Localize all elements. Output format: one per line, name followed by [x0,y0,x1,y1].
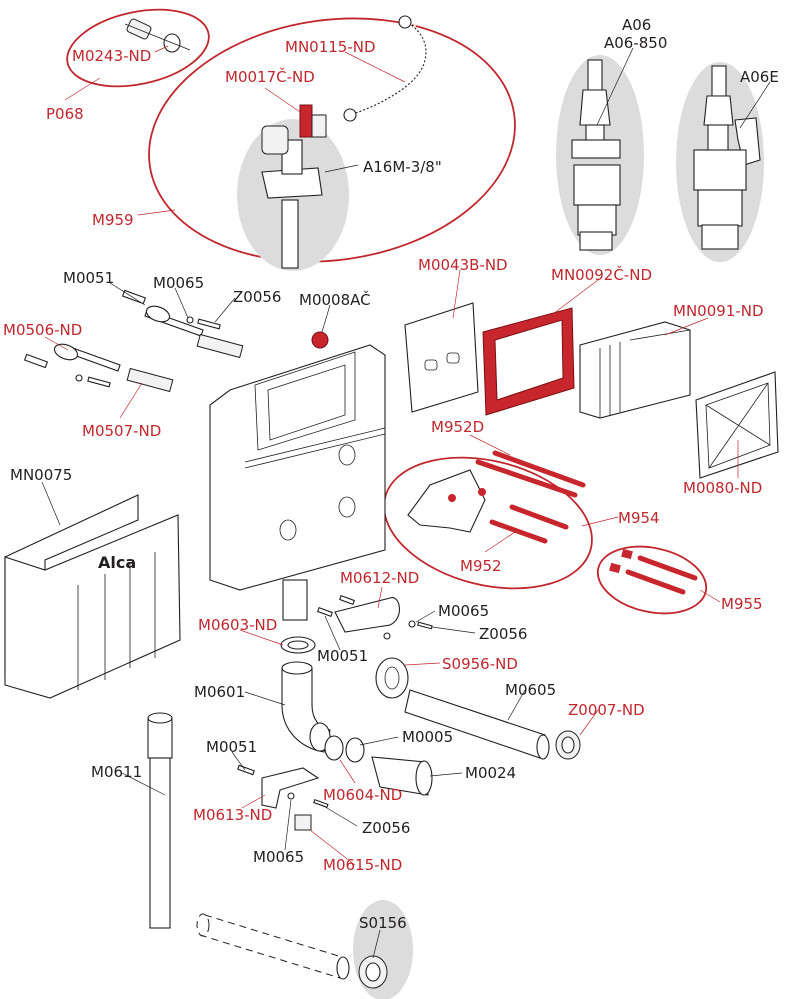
label-m0065-top: M0065 [153,274,204,292]
part-labels: M0243-ND P068 MN0115-ND M0017Č-ND A16M-3… [3,16,779,932]
label-mn0091-nd: MN0091-ND [673,302,764,320]
part-frame-mn0092 [482,307,575,416]
label-m0008ac: M0008AČ [299,290,371,309]
label-z0056-low: Z0056 [362,819,410,837]
group-outline-p068 [66,8,210,88]
label-mn0115-nd: MN0115-ND [285,38,376,56]
label-s0156: S0156 [359,914,407,932]
label-mn0092c-nd: MN0092Č-ND [551,265,652,284]
label-m0024: M0024 [465,764,516,782]
label-m0051-top: M0051 [63,269,114,287]
part-fill-valve [261,104,327,269]
label-m959: M959 [92,211,134,229]
part-seal-m0604 [324,735,344,761]
part-rods-m955 [609,548,698,595]
part-frame-m0043b [404,302,479,413]
part-cistern-body [209,331,386,621]
label-m0611: M0611 [91,763,142,781]
label-m0005: M0005 [402,728,453,746]
part-anchor-kit [23,289,244,393]
part-cap-m0024 [371,756,429,796]
part-rods-m952d [475,450,586,498]
label-m0603-nd: M0603-ND [198,616,277,634]
part-extension-pipe-dashed [199,914,346,979]
label-m955: M955 [721,595,763,613]
label-a06e: A06E [740,68,779,86]
label-a06: A06 [622,16,651,34]
part-actuator-m954 [407,469,569,544]
label-m0613-nd: M0613-ND [193,806,272,824]
part-flush-valve-a06 [571,59,621,251]
label-a16m: A16M-3/8" [363,158,442,176]
part-connector-m0243 [124,18,191,53]
label-m0017c-nd: M0017Č-ND [225,67,315,86]
part-insulation-box: Alca [4,494,181,699]
part-rosette-s0956 [375,657,409,699]
part-elbow-m0601 [281,661,331,753]
label-a06-850: A06-850 [604,34,667,52]
part-cover-m0080 [695,371,779,479]
label-m952: M952 [460,557,502,575]
leader-lines [41,45,771,959]
label-s0956-nd: S0956-ND [442,655,518,673]
label-p068: P068 [46,105,84,123]
part-bracket-m0612 [317,595,433,640]
label-m0065-low: M0065 [253,848,304,866]
label-m0605: M0605 [505,681,556,699]
brand-logo: Alca [98,553,136,572]
label-m0604-nd: M0604-ND [323,786,402,804]
label-m954: M954 [618,509,660,527]
label-m0043b-nd: M0043B-ND [418,256,508,274]
part-seal-m0005 [345,737,365,763]
label-m0507-nd: M0507-ND [82,422,161,440]
label-m0612-nd: M0612-ND [340,569,419,587]
label-mn0075: MN0075 [10,466,72,484]
label-z0056-top: Z0056 [233,288,281,306]
group-outline-m955 [596,545,708,615]
part-flush-valve-a06e [693,65,761,250]
label-z0007-nd: Z0007-ND [568,701,645,719]
label-m952d: M952D [431,418,484,436]
label-m0615-nd: M0615-ND [323,856,402,874]
part-hose [349,21,427,116]
label-m0601: M0601 [194,683,245,701]
label-m0243-nd: M0243-ND [72,47,151,65]
part-pipe-m0605 [404,689,546,759]
label-m0065-mid: M0065 [438,602,489,620]
label-m0051-mid: M0051 [317,647,368,665]
group-outline-m959 [148,17,516,263]
part-pipe-m0611 [147,712,173,929]
label-m0051-low: M0051 [206,738,257,756]
label-m0506-nd: M0506-ND [3,321,82,339]
label-z0056-mid: Z0056 [479,625,527,643]
label-m0080-nd: M0080-ND [683,479,762,497]
part-box-mn0091 [579,321,691,419]
part-clamp-m0613 [237,764,329,831]
